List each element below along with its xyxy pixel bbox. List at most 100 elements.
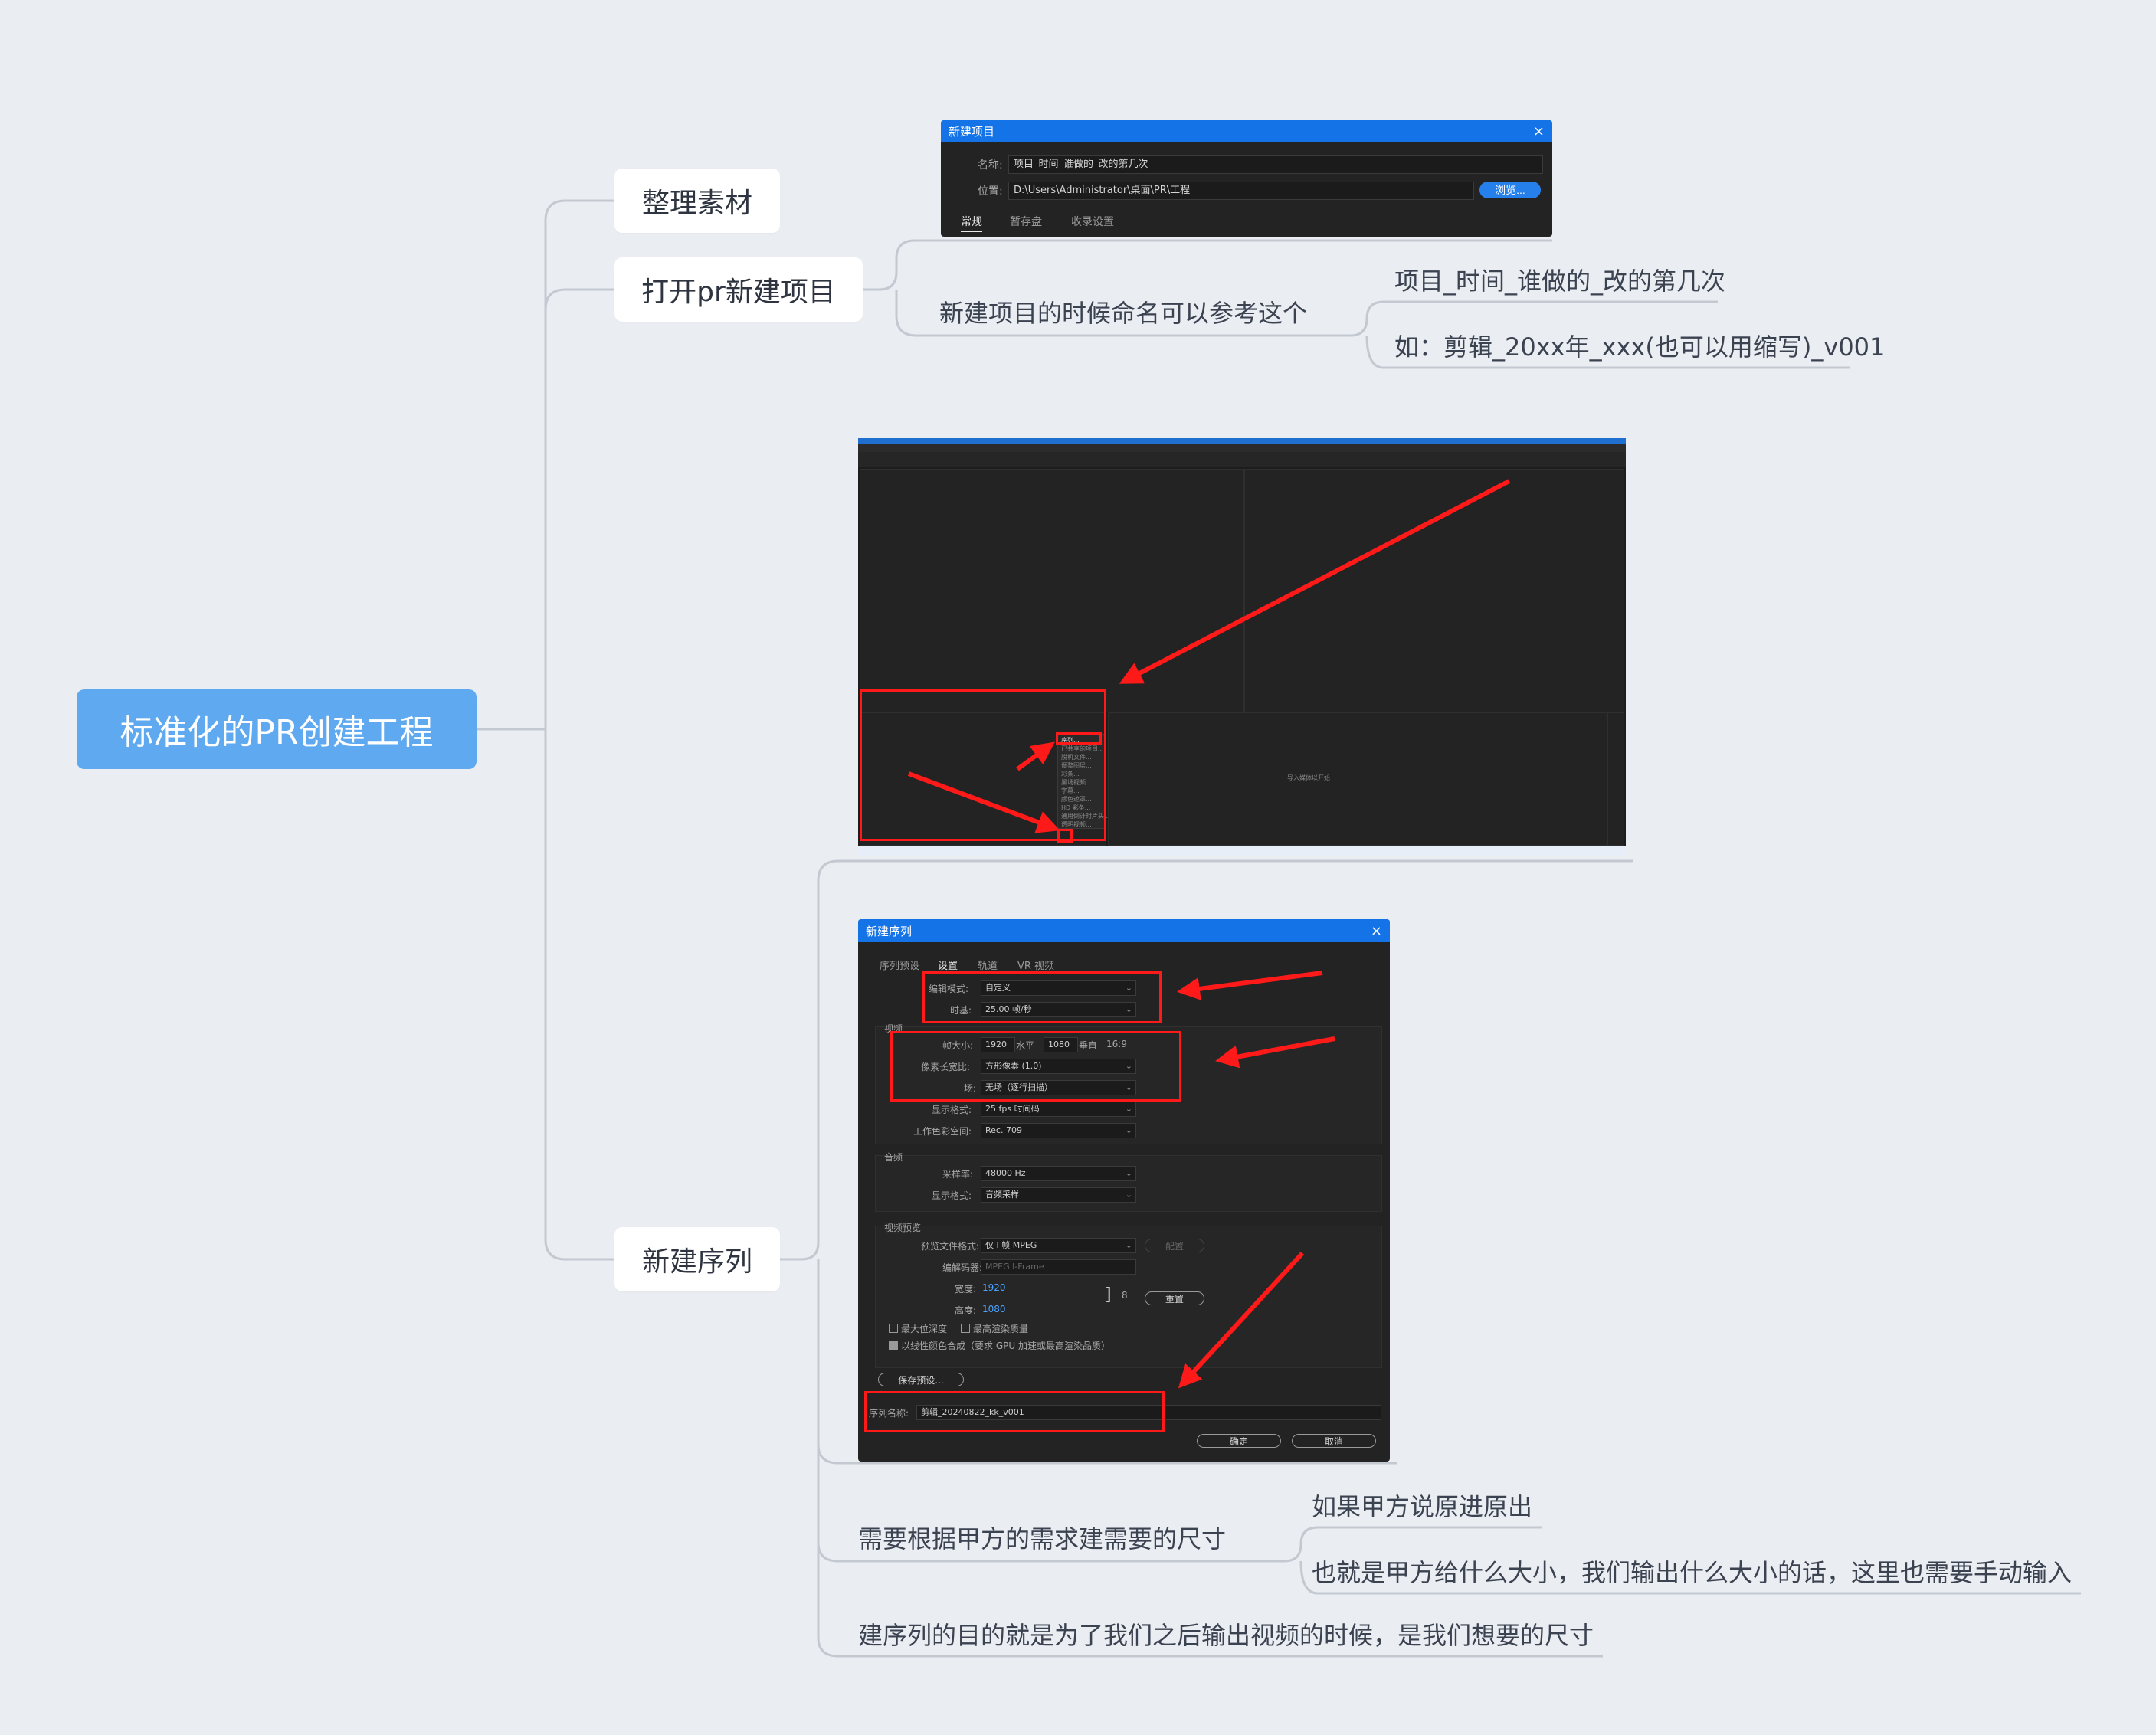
pixel-aspect-value: 方形像素 (1.0) (985, 1061, 1042, 1071)
sample-rate-select[interactable]: 48000 Hz⌄ (981, 1166, 1136, 1181)
width-value[interactable]: 1920 (982, 1282, 1006, 1293)
max-depth-checkbox[interactable] (889, 1324, 898, 1333)
chevron-down-icon: ⌄ (1125, 1082, 1132, 1092)
size-note-child2[interactable]: 也就是甲方给什么大小，我们输出什么大小的话，这里也需要手动输入 (1312, 1558, 2072, 1587)
tab-presets[interactable]: 序列预设 (880, 961, 920, 972)
audio-display-label: 显示格式: (932, 1190, 972, 1201)
width-label: 宽度: (955, 1284, 977, 1295)
popup-item[interactable]: 调整图层... (1061, 762, 1092, 769)
size-note[interactable]: 需要根据甲方的需求建需要的尺寸 (858, 1524, 1227, 1553)
popup-item[interactable]: 透明视频... (1061, 821, 1092, 828)
workspace-bar (858, 452, 1626, 467)
reset-button[interactable]: 重置 (1145, 1291, 1204, 1305)
audio-meter-panel (1607, 712, 1624, 846)
max-depth-label: 最大位深度 (901, 1324, 948, 1334)
cancel-button[interactable]: 取消 (1292, 1434, 1376, 1448)
branch-new-project[interactable]: 打开pr新建项目 (614, 257, 863, 322)
display-format-value: 25 fps 时间码 (985, 1104, 1040, 1114)
color-space-label: 工作色彩空间: (913, 1126, 972, 1137)
field-value: 无场（逐行扫描） (985, 1082, 1053, 1092)
sample-rate-label: 采样率: (942, 1169, 974, 1180)
preview-format-select[interactable]: 仅 I 帧 MPEG⌄ (981, 1238, 1136, 1253)
branch-organize[interactable]: 整理素材 (614, 169, 780, 233)
tab-ingest-settings[interactable]: 收录设置 (1071, 216, 1114, 228)
location-select[interactable]: D:\Users\Administrator\桌面\PR\工程 (1008, 182, 1474, 200)
new-project-dialog-screenshot: 新建项目 × 名称: 项目_时间_谁做的_改的第几次 位置: D:\Users\… (941, 120, 1552, 237)
window-title-bar (858, 438, 1626, 444)
dialog-title: 新建序列 (866, 924, 913, 938)
pixel-aspect-select[interactable]: 方形像素 (1.0)⌄ (981, 1059, 1136, 1074)
chevron-down-icon: ⌄ (1125, 1004, 1132, 1014)
display-format-label: 显示格式: (932, 1105, 972, 1115)
timebase-select[interactable]: 25.00 帧/秒 ⌄ (981, 1002, 1136, 1017)
audio-display-select[interactable]: 音频采样⌄ (981, 1187, 1136, 1203)
pixel-aspect-label: 像素长宽比: (921, 1062, 971, 1072)
frame-width-input[interactable]: 1920 (981, 1037, 1015, 1052)
link-icon[interactable]: 8 (1122, 1290, 1128, 1301)
link-bracket-icon: ] (1105, 1285, 1112, 1305)
naming-rule[interactable]: 项目_时间_谁做的_改的第几次 (1394, 267, 1726, 296)
highlight-sequence-item (1056, 732, 1102, 745)
branch-new-sequence[interactable]: 新建序列 (614, 1227, 780, 1291)
timebase-value: 25.00 帧/秒 (985, 1004, 1032, 1014)
popup-item[interactable]: HD 彩条... (1061, 804, 1091, 811)
size-note-child1[interactable]: 如果甲方说原进原出 (1312, 1492, 1533, 1521)
codec-select[interactable]: MPEG I-Frame (981, 1259, 1136, 1275)
tab-tracks[interactable]: 轨道 (978, 961, 998, 972)
frame-height-input[interactable]: 1080 (1044, 1037, 1078, 1052)
tab-general[interactable]: 常规 (961, 214, 982, 232)
linear-color-checkbox[interactable] (889, 1341, 898, 1350)
highlight-new-item-button (1057, 829, 1073, 843)
edit-mode-value: 自定义 (985, 983, 1011, 993)
frame-size-label: 帧大小: (942, 1040, 974, 1051)
display-format-select[interactable]: 25 fps 时间码⌄ (981, 1102, 1136, 1117)
preview-format-label: 预览文件格式: (921, 1241, 980, 1252)
popup-item-sequence[interactable]: 序列... (1061, 737, 1080, 744)
edit-mode-label: 编辑模式: (929, 984, 969, 994)
audio-display-value: 音频采样 (985, 1190, 1019, 1200)
browse-button[interactable]: 浏览... (1479, 182, 1541, 198)
popup-item[interactable]: 字幕... (1061, 787, 1080, 794)
field-select[interactable]: 无场（逐行扫描） ⌄ (981, 1080, 1136, 1095)
popup-item[interactable]: 颜色遮罩... (1061, 796, 1092, 803)
close-icon[interactable]: × (1532, 123, 1545, 139)
color-space-value: Rec. 709 (985, 1125, 1022, 1135)
sequence-name-input[interactable]: 剪辑_20240822_kk_v001 (916, 1405, 1381, 1420)
root-topic[interactable]: 标准化的PR创建工程 (77, 689, 477, 769)
popup-item[interactable]: 通用倒计时片头... (1061, 813, 1110, 820)
height-value[interactable]: 1080 (982, 1304, 1006, 1314)
timeline-panel (1108, 712, 1607, 846)
highlight-sequence-name (864, 1391, 1165, 1432)
codec-label: 编解码器: (942, 1262, 983, 1273)
save-preset-button[interactable]: 保存预设... (878, 1373, 964, 1386)
naming-example[interactable]: 如：剪辑_20xx年_xxx(也可以用缩写)_v001 (1394, 332, 1886, 362)
ok-button[interactable]: 确定 (1197, 1434, 1281, 1448)
popup-item[interactable]: 脱机文件... (1061, 754, 1092, 761)
dialog-title-bar: 新建序列 × (858, 919, 1390, 942)
color-space-select[interactable]: Rec. 709 ⌄ (981, 1123, 1136, 1138)
close-icon[interactable]: × (1370, 922, 1382, 939)
aspect-ratio-label: 16:9 (1106, 1039, 1127, 1049)
popup-item[interactable]: 黑场视频... (1061, 779, 1092, 786)
popup-item[interactable]: 彩条... (1061, 771, 1080, 777)
configure-button[interactable]: 配置 (1145, 1239, 1204, 1252)
horizontal-label: 水平 (1016, 1040, 1035, 1051)
max-quality-checkbox[interactable] (961, 1324, 970, 1333)
popup-item[interactable]: 已共享的项目... (1061, 745, 1104, 752)
new-sequence-dialog-screenshot: 新建序列 × 序列预设 设置 轨道 VR 视频 编辑模式: 自定义⌄ 时基: 2… (858, 919, 1390, 1462)
tab-scratch-disks[interactable]: 暂存盘 (1010, 216, 1042, 228)
audio-section-label: 音频 (884, 1152, 903, 1163)
edit-mode-select[interactable]: 自定义⌄ (981, 980, 1136, 996)
timebase-label: 时基: (950, 1005, 972, 1016)
tab-vr-video[interactable]: VR 视频 (1017, 961, 1055, 972)
chevron-down-icon: ⌄ (1125, 1125, 1132, 1135)
preview-section-label: 视频预览 (884, 1223, 922, 1233)
sequence-name-label: 序列名称: (869, 1408, 909, 1419)
purpose-note[interactable]: 建序列的目的就是为了我们之后输出视频的时候，是我们想要的尺寸 (858, 1621, 1594, 1650)
highlight-frame-size (890, 1031, 1181, 1102)
project-name-input[interactable]: 项目_时间_谁做的_改的第几次 (1008, 155, 1543, 174)
naming-note[interactable]: 新建项目的时候命名可以参考这个 (939, 299, 1308, 328)
